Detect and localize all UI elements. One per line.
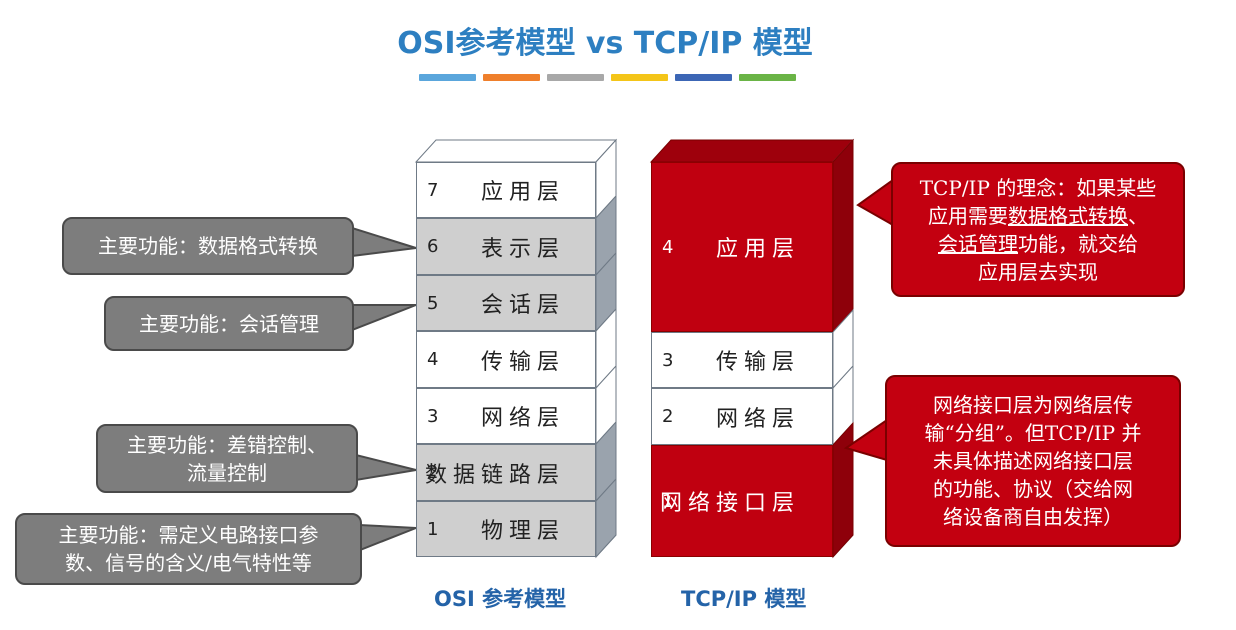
color-bar-5 bbox=[675, 74, 732, 81]
tcpip-layer-1-name: 网络接口层 bbox=[659, 491, 800, 516]
tcpip-layer-3-number: 3 bbox=[662, 349, 674, 371]
tcpip-layer-2-number: 2 bbox=[662, 406, 674, 427]
tcpip-layer-4-number: 4 bbox=[662, 236, 674, 258]
callout-tcp-app-line3-post: 功能，就交给 bbox=[1018, 231, 1138, 256]
osi-layer-3-name: 网络层 bbox=[480, 406, 565, 431]
osi-side-segment-1 bbox=[595, 477, 617, 559]
osi-layer-6: 6 表示层 bbox=[416, 218, 596, 275]
callout-session-text: 主要功能：会话管理 bbox=[139, 311, 319, 336]
tcpip-layer-2: 2 网络层 bbox=[651, 388, 833, 445]
callout-tcp-app: TCP/IP 的理念：如果某些 应用需要数据格式转换、 会话管理功能，就交给 应… bbox=[891, 162, 1185, 297]
callout-datalink-line1: 主要功能：差错控制、 bbox=[127, 432, 327, 457]
pointer-datalink bbox=[355, 453, 417, 482]
callout-tcp-net-line2: 输“分组”。但TCP/IP 并 bbox=[924, 421, 1142, 445]
osi-layer-6-number: 6 bbox=[427, 236, 439, 257]
callout-tcp-net-line5: 络设备商自由发挥） bbox=[942, 505, 1123, 529]
osi-layer-4-number: 4 bbox=[427, 349, 439, 370]
callout-tcp-net-line3: 未具体描述网络接口层 bbox=[932, 449, 1133, 473]
osi-layer-5-number: 5 bbox=[427, 292, 439, 314]
tcpip-layer-3: 3 传输层 bbox=[651, 332, 833, 388]
callout-tcp-app-line2-post: 、 bbox=[1128, 203, 1148, 228]
tcpip-layer-4-name: 应用层 bbox=[715, 237, 800, 262]
osi-layer-4-name: 传输层 bbox=[480, 349, 565, 375]
tcpip-side-segment-4 bbox=[832, 138, 854, 334]
color-bar-6 bbox=[739, 74, 796, 81]
pointer-session bbox=[351, 304, 417, 332]
callout-tcp-net: 网络接口层为网络层传 输“分组”。但TCP/IP 并 未具体描述网络接口层 的功… bbox=[885, 375, 1181, 547]
osi-layer-1: 1 物理层 bbox=[416, 501, 596, 557]
osi-layer-2-number: 2 bbox=[427, 462, 439, 483]
osi-layer-4: 4 传输层 bbox=[416, 331, 596, 388]
callout-presentation-text: 主要功能：数据格式转换 bbox=[98, 234, 318, 258]
tcpip-layer-4: 4 应用层 bbox=[651, 162, 833, 332]
osi-caption: OSI 参考模型 bbox=[434, 587, 567, 611]
callout-physical-line2: 数、信号的含义/电气特性等 bbox=[65, 551, 312, 575]
callout-tcp-net-line1: 网络接口层为网络层传 bbox=[932, 393, 1133, 417]
color-bar-2 bbox=[483, 74, 540, 81]
color-bar-3 bbox=[547, 74, 604, 81]
tcpip-layer-2-name: 网络层 bbox=[715, 406, 800, 432]
tcpip-layer-1-number: 1 bbox=[662, 490, 674, 512]
callout-tcp-app-line2-underlined: 数据格式转换 bbox=[1008, 203, 1128, 228]
osi-layer-5: 5 会话层 bbox=[416, 275, 596, 331]
osi-layer-1-name: 物理层 bbox=[480, 519, 565, 544]
callout-tcp-net-line4: 的功能、协议（交给网 bbox=[932, 477, 1133, 501]
tcpip-caption: TCP/IP 模型 bbox=[681, 587, 807, 611]
color-bar-strip bbox=[419, 74, 796, 81]
callout-datalink: 主要功能：差错控制、 流量控制 bbox=[96, 424, 358, 493]
callout-session: 主要功能：会话管理 bbox=[104, 296, 354, 351]
osi-layer-5-name: 会话层 bbox=[480, 293, 565, 318]
callout-datalink-line2: 流量控制 bbox=[187, 460, 267, 485]
tcpip-layer-3-name: 传输层 bbox=[715, 350, 800, 375]
pointer-presentation bbox=[351, 226, 417, 258]
pointer-tcp-app bbox=[856, 178, 894, 227]
callout-tcp-app-line4: 应用层去实现 bbox=[978, 259, 1098, 284]
callout-physical-line1: 主要功能：需定义电路接口参 bbox=[58, 523, 319, 547]
osi-layer-3-number: 3 bbox=[427, 405, 439, 427]
pointer-physical bbox=[359, 523, 417, 552]
osi-layer-7: 7 应用层 bbox=[416, 162, 596, 218]
osi-layer-2-name: 数据链路层 bbox=[424, 462, 565, 488]
callout-tcp-app-line1: TCP/IP 的理念：如果某些 bbox=[919, 175, 1157, 200]
osi-layer-7-number: 7 bbox=[427, 179, 439, 201]
callout-physical: 主要功能：需定义电路接口参 数、信号的含义/电气特性等 bbox=[15, 513, 362, 585]
tcpip-side-segment-1 bbox=[832, 421, 854, 559]
callout-tcp-app-line2-pre: 应用需要 bbox=[928, 203, 1008, 228]
osi-layer-3: 3 网络层 bbox=[416, 388, 596, 444]
callout-presentation: 主要功能：数据格式转换 bbox=[62, 217, 354, 275]
osi-layer-1-number: 1 bbox=[427, 518, 439, 540]
callout-tcp-app-line3-underlined: 会话管理 bbox=[938, 231, 1018, 256]
osi-layer-6-name: 表示层 bbox=[480, 236, 565, 262]
osi-stack-top bbox=[414, 139, 618, 163]
color-bar-1 bbox=[419, 74, 476, 81]
tcp-stack-top bbox=[649, 139, 855, 163]
page-title: OSI参考模型 vs TCP/IP 模型 bbox=[397, 26, 813, 61]
color-bar-4 bbox=[611, 74, 668, 81]
osi-stack-side-light-segments bbox=[595, 138, 617, 559]
tcp-stack-side-red-segments bbox=[832, 138, 854, 559]
osi-layer-7-name: 应用层 bbox=[480, 180, 565, 205]
